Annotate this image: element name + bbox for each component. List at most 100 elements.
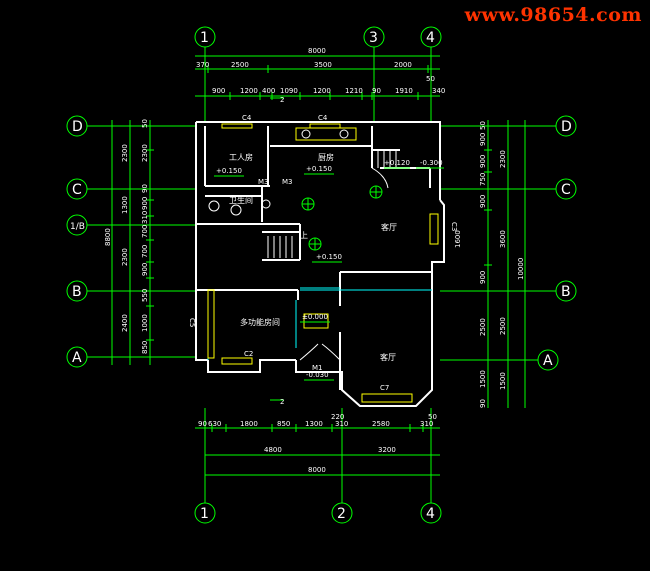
dimension-lines xyxy=(108,52,526,476)
right-outer-4: 1500 xyxy=(499,372,507,390)
room-hall: 客厅 xyxy=(381,222,397,232)
top-dim-1: 370 xyxy=(196,61,209,69)
elevation-marks xyxy=(214,167,444,381)
axis-label-A-left: A xyxy=(72,350,82,366)
furniture xyxy=(207,123,439,403)
section-mark-bottom: 2 xyxy=(280,398,284,406)
bottom-total-dim: 8000 xyxy=(308,466,326,474)
light-fixtures xyxy=(270,97,383,401)
axis-label-1-bottom: 1 xyxy=(200,506,209,522)
axis-label-C-left: C xyxy=(72,182,82,198)
axis-label-B-left: B xyxy=(72,284,82,300)
top-dim-3: 3500 xyxy=(314,61,332,69)
left-inner-1: 50 xyxy=(141,119,149,128)
tag-c7: C7 xyxy=(380,384,389,392)
bottom-dim-5: 1300 xyxy=(305,420,323,428)
tag-m3b: M3 xyxy=(282,178,293,186)
right-inner-6: 900 xyxy=(479,271,487,284)
axis-label-D-right: D xyxy=(561,119,572,135)
axis-label-4-bottom: 4 xyxy=(426,506,435,522)
right-inner-5: 900 xyxy=(479,195,487,208)
axis-label-3-top: 3 xyxy=(369,30,378,46)
stairs xyxy=(267,150,397,258)
elev-2: +0.150 xyxy=(306,165,332,173)
top-dim-r2-9: 340 xyxy=(432,87,445,95)
fixtures xyxy=(208,129,389,361)
watermark: www.98654.com xyxy=(464,4,642,26)
tag-m1: M1 xyxy=(312,364,323,372)
top-dim-5: 50 xyxy=(426,75,435,83)
right-inner-8: 1500 xyxy=(479,370,487,388)
bottom-dim-extra-1: 220 xyxy=(331,413,344,421)
axis-label-B-right: B xyxy=(561,284,571,300)
left-inner-3: 90 xyxy=(141,184,149,193)
top-dim-r2-8: 1910 xyxy=(395,87,413,95)
right-inner-4: 750 xyxy=(479,173,487,186)
left-inner-11: 850 xyxy=(141,341,149,354)
right-inner-1: 50 xyxy=(479,121,487,130)
right-outer-3: 2500 xyxy=(499,317,507,335)
bottom-dim-8: 310 xyxy=(420,420,433,428)
top-dim-r2-2: 1200 xyxy=(240,87,258,95)
left-outer-1: 2300 xyxy=(121,144,129,162)
top-dim-2: 2500 xyxy=(231,61,249,69)
top-axis-bubbles xyxy=(194,26,442,122)
bottom-dim-3: 1800 xyxy=(240,420,258,428)
bottom-dim-2: 630 xyxy=(208,420,221,428)
bottom-dim-4: 850 xyxy=(277,420,290,428)
tag-m3a: M3 xyxy=(258,178,269,186)
tag-c5: C5 xyxy=(188,318,196,327)
left-outer-2: 1300 xyxy=(121,196,129,214)
elev-3: +0.120 xyxy=(384,159,410,167)
bottom-dim-7: 2580 xyxy=(372,420,390,428)
left-outer-3: 2300 xyxy=(121,248,129,266)
elev-7: -0.030 xyxy=(306,371,329,379)
right-inner-3: 900 xyxy=(479,155,487,168)
axis-label-D-left: D xyxy=(72,119,83,135)
top-total-dim: 8000 xyxy=(308,47,326,55)
room-bathroom: 卫生间 xyxy=(229,195,253,205)
tag-c3: C3 xyxy=(450,222,458,231)
top-dim-r2-3: 400 xyxy=(262,87,275,95)
tag-c4a: C4 xyxy=(242,114,252,122)
top-dim-r2-4: 1090 xyxy=(280,87,298,95)
stair-up-label: 上 xyxy=(300,231,308,240)
room-kitchen: 厨房 xyxy=(318,152,334,162)
left-outer-4: 2400 xyxy=(121,314,129,332)
axis-label-C-right: C xyxy=(561,182,571,198)
right-inner-7: 2500 xyxy=(479,318,487,336)
top-dim-r2-1: 900 xyxy=(212,87,225,95)
top-dim-r2-5: 1200 xyxy=(313,87,331,95)
bottom-dim-1: 90 xyxy=(198,420,207,428)
axis-label-1-top: 1 xyxy=(200,30,209,46)
axis-label-1B-left: 1/B xyxy=(70,222,85,232)
room-servant: 工人房 xyxy=(229,152,253,162)
left-inner-10: 1000 xyxy=(141,314,149,332)
top-dim-r2-7: 90 xyxy=(372,87,381,95)
axis-label-A-right: A xyxy=(543,353,553,369)
tag-c4b: C4 xyxy=(318,114,328,122)
axis-label-2-bottom: 2 xyxy=(337,506,346,522)
elev-1: +0.150 xyxy=(216,167,242,175)
elev-4: -0.300 xyxy=(420,159,443,167)
elev-5: +0.150 xyxy=(316,253,342,261)
bottom-dim-3200: 3200 xyxy=(378,446,396,454)
right-total-dim: 10000 xyxy=(517,258,525,280)
left-inner-9: 550 xyxy=(141,289,149,302)
section-mark-top: 2 xyxy=(280,96,284,104)
bottom-dim-6: 310 xyxy=(335,420,348,428)
axis-label-4-top: 4 xyxy=(426,30,435,46)
bottom-dim-extra-2: 50 xyxy=(428,413,437,421)
room-living: 客厅 xyxy=(380,352,396,362)
right-inner-2: 900 xyxy=(479,133,487,146)
top-dim-r2-6: 1210 xyxy=(345,87,363,95)
right-outer-2: 3600 xyxy=(499,230,507,248)
left-inner-5: 310 xyxy=(141,211,149,224)
bottom-dim-4800: 4800 xyxy=(264,446,282,454)
left-inner-8: 900 xyxy=(141,263,149,276)
room-multi: 多功能房间 xyxy=(240,317,280,327)
elev-6: ±0.000 xyxy=(302,313,328,321)
right-inner-9: 90 xyxy=(479,399,487,408)
